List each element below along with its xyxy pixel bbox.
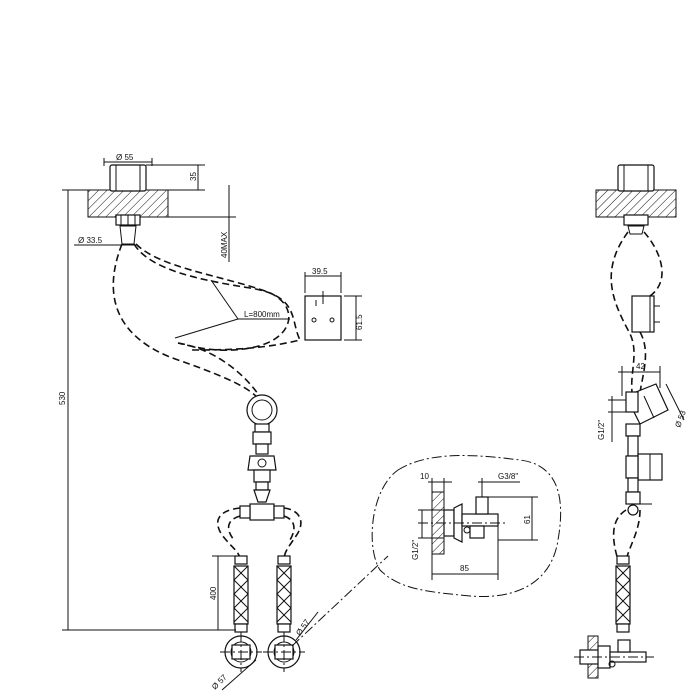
detail-bubble	[371, 455, 562, 598]
stop-valve-left	[220, 632, 262, 672]
stop-valve-right	[263, 632, 305, 672]
side-wall-plate	[631, 295, 655, 333]
dim-40-max: 40MAX	[220, 231, 229, 258]
side-ceiling-cap	[617, 164, 655, 192]
detail-dim-85: 85	[460, 564, 469, 573]
side-dim-diameter-53: Ø 53	[673, 409, 688, 429]
detail-view: 10 G3/8" G1/2" 61 85	[371, 455, 562, 598]
dim-length-400: 400	[209, 586, 218, 600]
hose-right-edge	[135, 243, 290, 351]
side-dim-g1-2: G1/2"	[597, 420, 606, 440]
t-junction	[249, 503, 275, 521]
dim-diameter-33-5: Ø 33.5	[78, 236, 103, 245]
flex-hose-left	[233, 555, 249, 633]
detail-dim-g1-2: G1/2"	[411, 540, 420, 560]
dim-diameter-57-right: Ø 57	[294, 617, 312, 637]
mixing-valve	[247, 455, 277, 471]
side-hose	[610, 231, 635, 393]
side-view: 42 Ø 53 G1/2"	[574, 164, 688, 679]
dim-hose-length: L=800mm	[244, 310, 280, 319]
dim-height-530: 530	[58, 391, 67, 405]
detail-dim-61: 61	[523, 515, 532, 524]
hose-left-edge	[112, 243, 259, 399]
detail-dim-g3-8: G3/8"	[498, 472, 518, 481]
dim-width-39-5: 39.5	[312, 267, 328, 276]
front-view: Ø 55 35 40MAX Ø 33.5 L=800mm 39.5	[58, 153, 389, 691]
side-ceiling-section	[595, 189, 677, 218]
hose-ferrule	[119, 225, 137, 245]
flex-hose-right	[276, 555, 292, 633]
dim-diameter-57-left: Ø 57	[210, 672, 229, 691]
side-dim-42: 42	[636, 362, 645, 371]
detail-leader	[291, 555, 389, 647]
dim-diameter-55: Ø 55	[116, 153, 134, 162]
side-stop-valve	[574, 635, 654, 679]
side-flex-hose	[615, 555, 631, 633]
dim-height-61-5: 61.5	[355, 314, 364, 330]
side-shower-holder	[625, 383, 669, 425]
ceiling-cap	[109, 164, 147, 192]
ceiling-section	[87, 189, 169, 218]
detail-dim-10: 10	[420, 472, 429, 481]
dim-height-35: 35	[189, 172, 198, 181]
detail-valve-body	[461, 513, 499, 527]
